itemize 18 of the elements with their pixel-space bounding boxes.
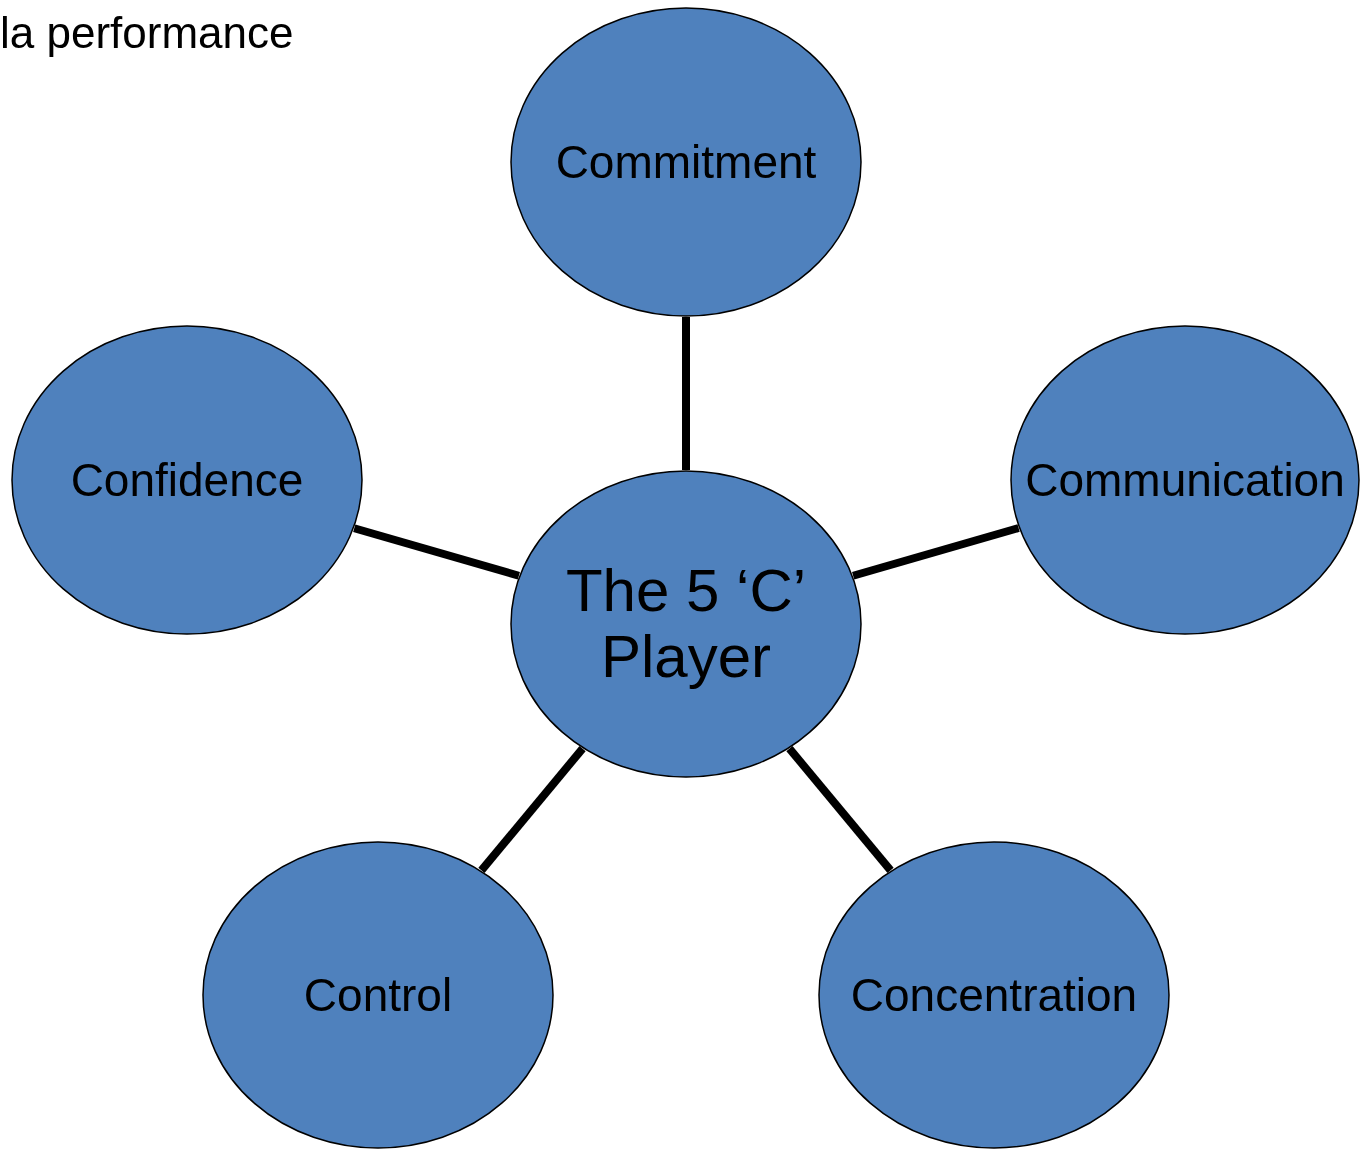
node-label: The 5 ‘C’ Player bbox=[564, 558, 808, 690]
connector-line bbox=[682, 317, 690, 470]
connector-line bbox=[786, 746, 894, 873]
ellipse-node bbox=[1010, 325, 1360, 635]
ellipse-node bbox=[510, 7, 862, 317]
ellipse-node bbox=[202, 841, 554, 1149]
ellipse-node bbox=[818, 841, 1170, 1149]
heading-text: la performance bbox=[0, 8, 294, 58]
node-label: Concentration bbox=[850, 969, 1138, 1021]
ellipse-node bbox=[11, 325, 363, 635]
node-label: Confidence bbox=[70, 454, 304, 506]
connector-line bbox=[478, 746, 586, 873]
node-label: Control bbox=[303, 969, 453, 1021]
ellipse-node bbox=[510, 470, 862, 778]
node-label: Commitment bbox=[555, 136, 817, 188]
node-label: Communication bbox=[1025, 454, 1345, 506]
connector-line bbox=[852, 524, 1020, 580]
connector-line bbox=[353, 524, 520, 580]
